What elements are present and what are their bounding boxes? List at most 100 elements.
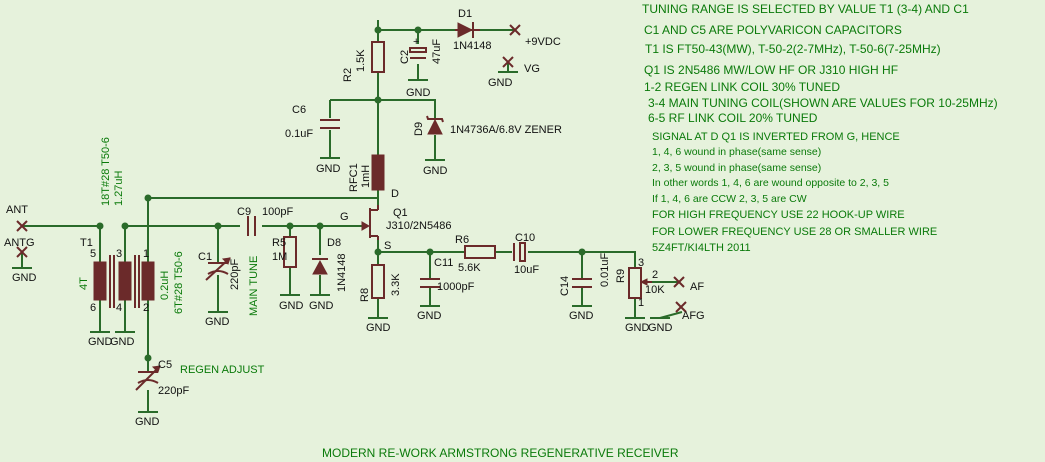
label-g: G: [340, 211, 349, 223]
resistor-r8: [371, 264, 385, 299]
note-4: 1-2 REGEN LINK COIL 30% TUNED: [644, 80, 840, 94]
notes-block: TUNING RANGE IS SELECTED BY VALUE T1 (3-…: [642, 2, 998, 254]
capacitor-c1: [205, 257, 231, 281]
vg-terminal[interactable]: [502, 56, 514, 68]
capacitor-c11: [420, 278, 440, 288]
note-0: TUNING RANGE IS SELECTED BY VALUE T1 (3-…: [642, 2, 969, 16]
diode-d1: [455, 22, 480, 38]
potentiometer-r9: [628, 267, 652, 299]
label-vg: VG: [524, 63, 540, 75]
label-gnd-d9: GND: [423, 165, 448, 177]
label-t1-name: T1: [80, 237, 93, 249]
label-c14-value: 0.01uF: [599, 252, 611, 287]
capacitor-c2: [409, 47, 427, 59]
label-c5-value: 220pF: [158, 385, 189, 397]
label-r9-value: 10K: [645, 284, 665, 296]
label-vdc: +9VDC: [525, 36, 561, 48]
label-gnd-t1a: GND: [88, 336, 113, 348]
label-q1-name: Q1: [393, 207, 408, 219]
label-gnd-c14: GND: [569, 310, 594, 322]
label-main-tune: MAIN TUNE: [248, 256, 260, 316]
label-d8-value: 1N4148: [336, 253, 348, 292]
label-c10-value: 10uF: [514, 264, 539, 276]
label-gnd-afg: GND: [648, 322, 673, 334]
label-ant: ANT: [6, 204, 28, 216]
label-c1-value: 220pF: [229, 259, 241, 290]
label-d9-value: 1N4736A/6.8V ZENER: [450, 124, 562, 136]
label-af: AF: [690, 281, 704, 293]
label-r8-name: R8: [359, 288, 371, 302]
label-rfc1-name: RFC1: [348, 163, 360, 192]
label-r8-value: 3.3K: [390, 273, 402, 296]
label-r9-pin2: 2: [652, 269, 658, 281]
vdc-terminal[interactable]: [509, 24, 521, 36]
note-3: Q1 IS 2N5486 MW/LOW HF OR J310 HIGH HF: [644, 63, 898, 77]
diagram-title: MODERN RE-WORK ARMSTRONG REGENERATIVE RE…: [322, 446, 679, 460]
note-14: 5Z4FT/KI4LTH 2011: [652, 242, 751, 254]
label-r5-value: 1M: [272, 251, 287, 263]
ant-terminal[interactable]: [16, 220, 28, 232]
diode-d8: [312, 258, 328, 275]
label-regen: REGEN ADJUST: [180, 364, 265, 376]
label-t1-4t: 4T: [78, 277, 90, 290]
label-d8-name: D8: [327, 237, 341, 249]
label-t1-pin2: 2: [143, 302, 149, 314]
note-5: 3-4 MAIN TUNING COIL(SHOWN ARE VALUES FO…: [648, 96, 998, 110]
label-gnd-c2: GND: [406, 87, 431, 99]
label-c9-value: 100pF: [262, 206, 293, 218]
note-13: FOR LOWER FREQUENCY USE 28 OR SMALLER WI…: [652, 226, 937, 238]
label-c11-value: 1000pF: [437, 281, 475, 293]
label-t1-winding: 18T#28 T50-6: [100, 137, 112, 206]
label-gnd-d8: GND: [309, 300, 334, 312]
label-r2-name: R2: [342, 68, 354, 82]
junctions: [96, 26, 586, 362]
label-gnd-c11: GND: [417, 310, 442, 322]
label-gnd-antg: GND: [12, 272, 37, 284]
afg-terminal[interactable]: [675, 301, 687, 313]
label-q1-value: J310/2N5486: [386, 220, 451, 232]
note-2: T1 IS FT50-43(MW), T-50-2(2-7MHz), T-50-…: [645, 42, 941, 56]
note-8: 1, 4, 6 wound in phase(same sense): [652, 146, 821, 158]
capacitor-c6: [320, 119, 340, 129]
label-s: S: [384, 240, 391, 252]
label-gnd-vg: GND: [488, 77, 513, 89]
label-c5-name: C5: [158, 359, 172, 371]
label-t1-pin3: 3: [116, 248, 122, 260]
label-t1-pin6: 6: [90, 302, 96, 314]
note-7: SIGNAL AT D Q1 IS INVERTED FROM G, HENCE: [652, 131, 900, 143]
label-t1-pin4: 4: [116, 302, 122, 314]
label-c10-name: C10: [515, 232, 535, 244]
capacitor-c14: [572, 278, 592, 288]
label-gnd-r5: GND: [279, 300, 304, 312]
note-10: In other words 1, 4, 6 are wound opposit…: [652, 177, 889, 189]
antg-terminal[interactable]: [16, 246, 28, 258]
note-12: FOR HIGH FREQUENCY USE 22 HOOK-UP WIRE: [652, 209, 905, 221]
label-t1-02uh: 0.2uH: [159, 271, 171, 300]
resistor-r2: [371, 41, 385, 73]
note-9: 2, 3, 5 wound in phase(same sense): [652, 162, 821, 174]
resistor-r5: [283, 236, 297, 268]
label-gnd-t1b: GND: [110, 336, 135, 348]
label-c9-name: C9: [237, 206, 251, 218]
label-t1-pin1: 1: [143, 248, 149, 260]
label-gnd-c5: GND: [135, 416, 160, 428]
label-r6-name: R6: [455, 234, 469, 246]
zener-d9: [426, 115, 444, 135]
label-c1-name: C1: [198, 251, 212, 263]
jfet-q1: [361, 205, 379, 240]
label-rfc1-value: 1mH: [360, 165, 372, 188]
label-c2-value: 47uF: [431, 39, 443, 64]
label-d1-name: D1: [458, 8, 472, 20]
label-afg: AFG: [682, 310, 705, 322]
label-c11-name: C11: [434, 257, 453, 269]
label-gnd-c6: GND: [316, 163, 341, 175]
label-r9-name: R9: [615, 269, 627, 283]
label-r9-pin1: 1: [638, 297, 644, 309]
label-gnd-r8: GND: [366, 322, 391, 334]
label-d: D: [391, 188, 399, 200]
af-terminal[interactable]: [673, 276, 685, 288]
label-c6-name: C6: [292, 104, 306, 116]
label-r2-value: 1.5K: [355, 49, 367, 72]
resistor-r6: [464, 245, 496, 259]
